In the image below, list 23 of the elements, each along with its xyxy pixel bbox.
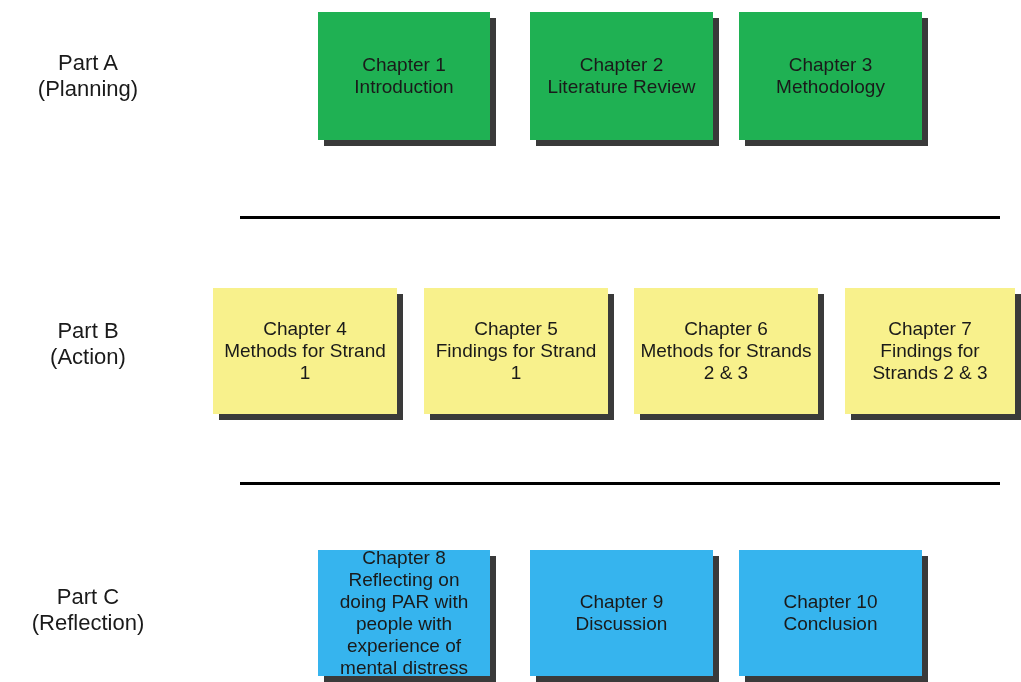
chapter-number: Chapter 10 xyxy=(783,591,878,613)
chapter-title: Methodology xyxy=(776,76,885,98)
chapter-title: Findings for Strands 2 & 3 xyxy=(871,340,989,384)
chapter-title: Reflecting on doing PAR with people with experience of mental distress xyxy=(338,569,470,679)
chapter-title: Conclusion xyxy=(783,613,878,635)
chapter-title: Methods for Strands 2 & 3 xyxy=(640,340,812,384)
chapter-title: Findings for Strand 1 xyxy=(434,340,598,384)
chapter-number: Chapter 6 xyxy=(684,318,768,340)
chapter-title: Methods for Strand 1 xyxy=(223,340,387,384)
chapter-title: Introduction xyxy=(354,76,454,98)
chapter-number: Chapter 4 xyxy=(263,318,347,340)
chapter-number: Chapter 1 xyxy=(362,54,446,76)
part-label: Part A (Planning) xyxy=(36,50,140,102)
chapter-title: Literature Review xyxy=(547,76,696,98)
part-label: Part B (Action) xyxy=(49,318,127,370)
chapter-number: Chapter 8 xyxy=(362,547,446,569)
chapter-number: Chapter 5 xyxy=(474,318,558,340)
chapter-number: Chapter 3 xyxy=(788,54,873,76)
part-label: Part C (Reflection) xyxy=(30,584,146,636)
chapter-number: Chapter 7 xyxy=(888,318,972,340)
chapter-number: Chapter 2 xyxy=(579,54,664,76)
chapter-number: Chapter 9 xyxy=(579,591,664,613)
chapter-title: Discussion xyxy=(575,613,668,635)
